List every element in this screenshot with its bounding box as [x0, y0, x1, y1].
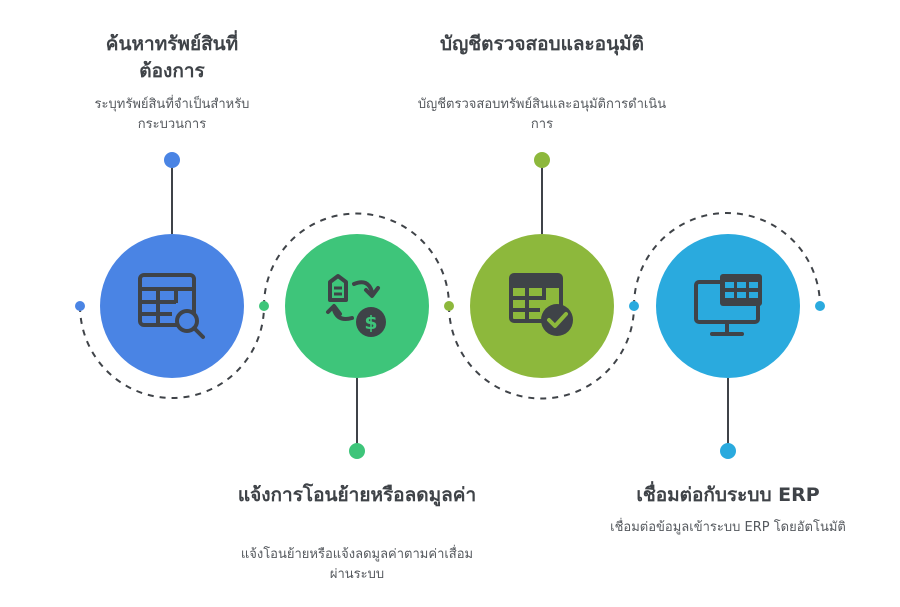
- step-3-description: บัญชีตรวจสอบทรัพย์สินและอนุมัติการดำเนิน…: [417, 97, 667, 132]
- stem-dot-step-3: [534, 152, 550, 168]
- connector-arcs: [79, 212, 821, 400]
- step-1-title: ค้นหาทรัพย์สินที่ต้องการ: [105, 33, 239, 82]
- axis-dot-4: [629, 301, 639, 311]
- step-circle-2: [285, 234, 429, 378]
- step-1-description: ระบุทรัพย์สินที่จำเป็นสำหรับกระบวนการ: [94, 97, 250, 132]
- step-circle-3: [470, 234, 614, 378]
- table-search-icon: [138, 273, 205, 339]
- axis-dot-2: [259, 301, 269, 311]
- axis-dot-5: [815, 301, 825, 311]
- stems: [171, 160, 729, 451]
- connector-arc-4: [633, 212, 821, 307]
- table-check-icon: [509, 273, 573, 336]
- stem-dot-step-4: [720, 443, 736, 459]
- step-4-title: เชื่อมต่อกับระบบ ERP: [636, 484, 820, 506]
- step-2-description: แจ้งโอนย้ายหรือแจ้งลดมูลค่าตามค่าเสื่อมผ…: [240, 547, 474, 582]
- svg-text:$: $: [364, 312, 377, 334]
- stem-dot-step-1: [164, 152, 180, 168]
- monitor-grid-icon: [694, 274, 762, 336]
- connector-arc-2: [263, 212, 450, 307]
- step-2-title: แจ้งการโอนย้ายหรือลดมูลค่า: [237, 484, 477, 506]
- stem-dot-step-2: [349, 443, 365, 459]
- step-4-description: เชื่อมต่อข้อมูลเข้าระบบ ERP โดยอัตโนมัติ: [610, 520, 846, 535]
- step-circle-1: [100, 234, 244, 378]
- axis-dot-1: [75, 301, 85, 311]
- step-3-title: บัญชีตรวจสอบและอนุมัติ: [440, 33, 644, 55]
- building-transfer-dollar-icon: $: [326, 274, 386, 337]
- connector-arc-1: [79, 305, 265, 399]
- connector-arc-3: [448, 305, 635, 400]
- axis-dot-3: [444, 301, 454, 311]
